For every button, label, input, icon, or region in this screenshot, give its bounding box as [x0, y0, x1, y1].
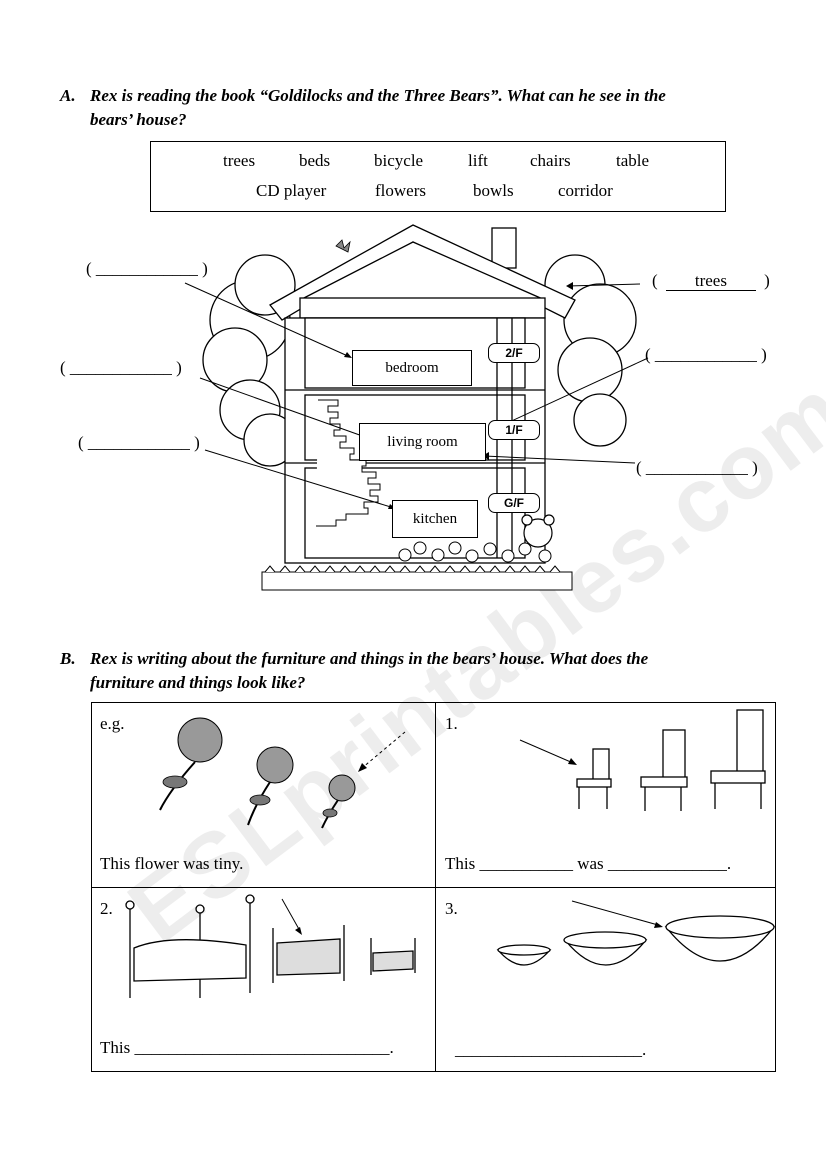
- bowls-illustration: [496, 900, 775, 966]
- answer-trees-text: trees: [665, 272, 756, 291]
- cell-3-label: 3.: [445, 899, 458, 918]
- word-bank-item: CD player: [256, 181, 327, 200]
- cell-eg-sentence: This flower was tiny.: [100, 854, 244, 873]
- answer-blank-top-left[interactable]: ( ____________ ): [86, 259, 208, 278]
- floor-tag-gf: G/F: [488, 493, 540, 513]
- answer-blank-low-left[interactable]: ( ____________ ): [78, 433, 200, 452]
- section-b-line2: furniture and things look like?: [90, 673, 306, 692]
- section-a-line1: Rex is reading the book “Goldilocks and …: [90, 86, 666, 105]
- cell-1-sentence[interactable]: This ___________ was ______________.: [445, 854, 732, 873]
- house-illustration: [184, 224, 649, 591]
- room-label-bedroom: bedroom: [352, 350, 472, 386]
- word-bank-item: corridor: [558, 181, 613, 200]
- answer-trees-open: (: [652, 271, 658, 290]
- answer-trees-close: ): [764, 271, 770, 290]
- cell-2-label: 2.: [100, 899, 113, 918]
- section-b-question: B. Rex is writing about the furniture and…: [60, 647, 780, 695]
- word-bank-item: flowers: [375, 181, 426, 200]
- word-bank-item: chairs: [530, 151, 571, 170]
- section-b-line1: Rex is writing about the furniture and t…: [90, 649, 649, 668]
- section-a-letter: A.: [60, 86, 76, 105]
- answer-blank-right-mid[interactable]: ( ____________ ): [645, 345, 767, 364]
- floor-tag-1f: 1/F: [488, 420, 540, 440]
- roses-illustration: [159, 717, 406, 829]
- cell-2-sentence[interactable]: This ______________________________.: [100, 1038, 394, 1057]
- exercise-grid: [91, 702, 776, 1072]
- chairs-illustration: [519, 709, 766, 811]
- section-a-line2: bears’ house?: [90, 110, 187, 129]
- word-bank-item: bowls: [473, 181, 514, 200]
- cell-3-sentence[interactable]: ______________________.: [455, 1040, 647, 1059]
- answer-blank-right-low[interactable]: ( ____________ ): [636, 458, 758, 477]
- section-b-letter: B.: [60, 649, 76, 668]
- cell-1-label: 1.: [445, 714, 458, 733]
- section-a-question: A. Rex is reading the book “Goldilocks an…: [60, 84, 780, 132]
- floor-tag-2f: 2/F: [488, 343, 540, 363]
- room-label-kitchen: kitchen: [392, 500, 478, 538]
- word-bank-item: table: [616, 151, 650, 170]
- word-bank-item: trees: [223, 151, 256, 170]
- room-label-living-room: living room: [359, 423, 486, 461]
- word-bank-item: bicycle: [374, 151, 424, 170]
- word-bank-box: trees beds bicycle lift chairs table CD …: [150, 141, 726, 212]
- word-bank-item: lift: [468, 151, 488, 170]
- cell-eg-label: e.g.: [100, 714, 125, 733]
- word-bank-item: beds: [299, 151, 331, 170]
- beds-illustration: [125, 894, 416, 998]
- answer-blank-mid-left[interactable]: ( ____________ ): [60, 358, 182, 377]
- answer-trees: ( trees ): [652, 271, 770, 291]
